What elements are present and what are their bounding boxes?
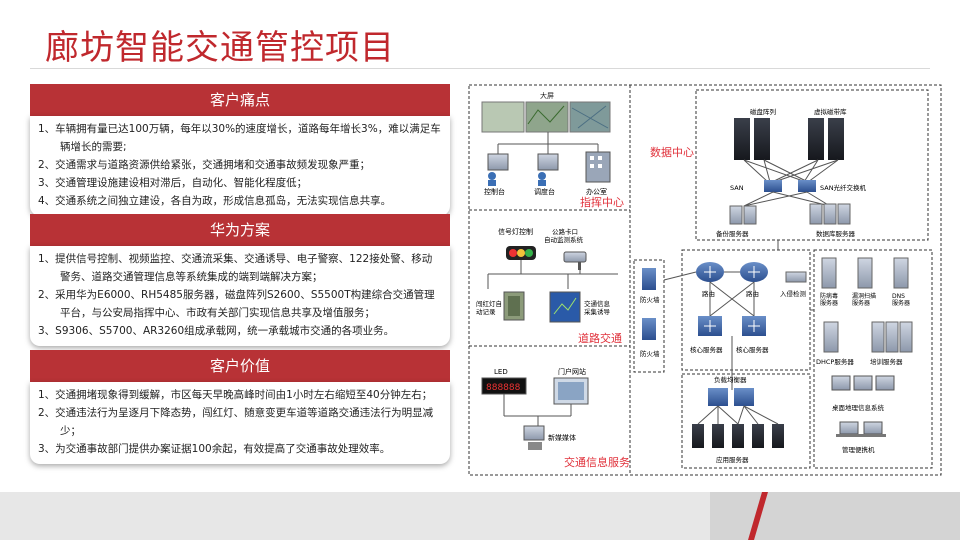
load-balancer-label: 负载均衡器	[714, 375, 747, 384]
road-zone-label: 道路交通	[578, 331, 622, 345]
pain-heading: 客户痛点	[30, 84, 450, 116]
title-divider	[30, 68, 930, 69]
firewall-label: 防火墙	[640, 349, 660, 358]
led-display-icon: 888888	[482, 378, 526, 394]
control-desk-label: 控制台	[484, 187, 505, 196]
san-label: SAN	[730, 184, 744, 192]
pain-item: 2、交通需求与道路资源供给紧张，交通拥堵和交通事故频发现象严重；	[38, 156, 442, 174]
portal-icon	[554, 378, 588, 404]
core-server-label: 核心服务器	[690, 345, 723, 354]
ids-icon	[786, 272, 806, 282]
traffic-collect-label: 交通信息采集诱导	[584, 299, 611, 316]
office-building-icon	[586, 152, 610, 182]
redlight-camera-icon	[504, 292, 524, 320]
office-label: 办公室	[586, 187, 607, 196]
pain-item: 3、交通管理设施建设相对滞后，自动化、智能化程度低；	[38, 174, 442, 192]
footer-stripe	[0, 492, 960, 540]
dispatch-desk-label: 调度台	[534, 187, 555, 196]
pain-panel: 客户痛点 1、车辆拥有量已达100万辆，每年以30%的速度增长，道路每年增长3%…	[30, 84, 450, 216]
info-zone-label: 交通信息服务	[564, 455, 630, 469]
av-server-label: 防病毒服务器	[820, 292, 838, 307]
solution-panel: 华为方案 1、提供信号控制、视频监控、交通流采集、交通诱导、电子警察、122接处…	[30, 214, 450, 346]
new-media-label: 新媒媒体	[548, 433, 576, 442]
dhcp-server-icon	[824, 322, 838, 352]
backup-server-label: 备份服务器	[716, 229, 749, 238]
solution-list: 1、提供信号控制、视频监控、交通流采集、交通诱导、电子警察、122接处警、移动警…	[30, 246, 450, 346]
page-title: 廊坊智能交通管控项目	[45, 20, 395, 69]
train-server-icon	[872, 322, 912, 352]
db-server-label: 数据库服务器	[816, 229, 856, 238]
solution-item: 1、提供信号控制、视频监控、交通流采集、交通诱导、电子警察、122接处警、移动警…	[38, 250, 442, 286]
computer-icon	[832, 376, 894, 390]
ids-label: 入侵检测	[780, 289, 807, 298]
bigscreen-icon	[482, 102, 610, 132]
led-label: LED	[494, 368, 508, 376]
solution-item: 3、S9306、S5700、AR3260组成承载网，统一承载城市交通的各项业务。	[38, 322, 442, 340]
value-item: 2、交通违法行为呈逐月下降态势，闯红灯、随意变更车道等道路交通违法行为明显减少；	[38, 404, 442, 440]
portal-label: 门户网站	[558, 367, 586, 376]
router-label: 路由	[746, 289, 759, 298]
gis-label: 桌面地理信息系统	[832, 403, 885, 412]
mgmt-label: 管理便携机	[842, 445, 875, 454]
dhcp-server-label: DHCP服务器	[816, 357, 854, 366]
solution-heading: 华为方案	[30, 214, 450, 246]
pain-item: 1、车辆拥有量已达100万辆，每年以30%的速度增长，道路每年增长3%，难以满足…	[38, 120, 442, 156]
router-label: 路由	[702, 289, 715, 298]
value-item: 3、为交通事故部门提供办案证据100余起，有效提高了交通事故处理效率。	[38, 440, 442, 458]
san-switch-label: SAN光纤交换机	[820, 183, 867, 192]
command-zone-label: 指挥中心	[580, 195, 624, 209]
firewall-label: 防火墙	[640, 295, 660, 304]
value-heading: 客户价值	[30, 350, 450, 382]
service-server-icon	[822, 258, 908, 288]
bigscreen-label: 大屏	[540, 91, 554, 100]
value-list: 1、交通拥堵现象得到缓解，市区每天早晚高峰时间由1小时左右缩短至40分钟左右； …	[30, 382, 450, 464]
datacenter-zone-label: 数据中心	[650, 145, 694, 159]
disk-array-label: 磁盘阵列	[750, 107, 776, 116]
app-server-label: 应用服务器	[716, 455, 749, 464]
traffic-collect-icon	[550, 292, 580, 322]
core-server-label: 核心服务器	[736, 345, 769, 354]
value-item: 1、交通拥堵现象得到缓解，市区每天早晚高峰时间由1小时左右缩短至40分钟左右；	[38, 386, 442, 404]
pain-item: 4、交通系统之间独立建设，各自为政，形成信息孤岛，无法实现信息共享。	[38, 192, 442, 210]
pain-list: 1、车辆拥有量已达100万辆，每年以30%的速度增长，道路每年增长3%，难以满足…	[30, 116, 450, 216]
architecture-diagram: 大屏 控制台 调度台 办公室 指挥中心 信	[468, 84, 942, 476]
db-server-icon	[810, 204, 850, 224]
solution-item: 2、采用华为E6000、RH5485服务器，磁盘阵列S2600、S5500T构建…	[38, 286, 442, 322]
signal-control-label: 信号灯控制	[498, 227, 533, 236]
svg-text:888888: 888888	[486, 383, 521, 393]
train-server-label: 培训服务器	[870, 357, 903, 366]
value-panel: 客户价值 1、交通拥堵现象得到缓解，市区每天早晚高峰时间由1小时左右缩短至40分…	[30, 350, 450, 464]
vtl-label: 虚拟磁带库	[814, 107, 847, 116]
